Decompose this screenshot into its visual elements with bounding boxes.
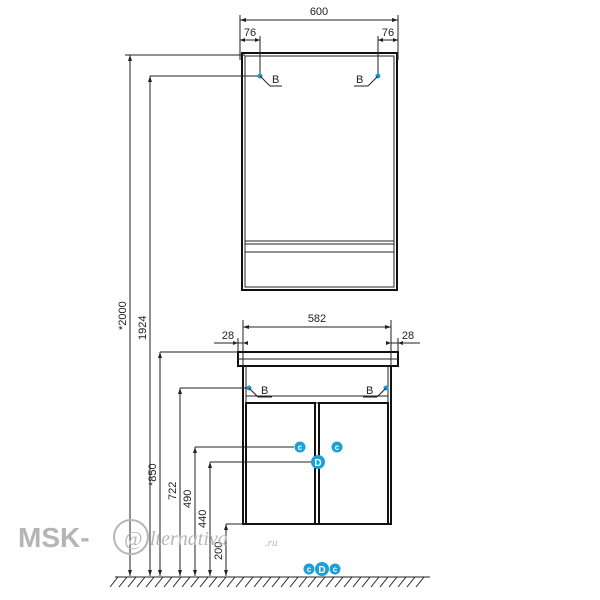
floor-connection-markers: c c D (303, 562, 341, 576)
floor-hatch-line (253, 576, 263, 588)
mount-label: B (366, 385, 373, 397)
floor-hatch-line (406, 576, 416, 588)
svg-text:D: D (318, 565, 325, 576)
floor-hatch-line (163, 576, 173, 588)
floor-line (109, 576, 430, 588)
height-440-label: 440 (197, 510, 209, 528)
mirror-right-offset-dimension: 76 (377, 27, 398, 76)
floor-hatch-line (235, 576, 245, 588)
floor-hatch-line (307, 576, 317, 588)
mount-label: B (261, 385, 268, 397)
mirror-right-offset-label: 76 (382, 27, 394, 39)
floor-hatch-line (280, 576, 290, 588)
vanity-body (242, 365, 392, 525)
floor-hatch-line (127, 576, 137, 588)
floor-hatch-line (226, 576, 236, 588)
vanity-width-dimension: 582 (242, 313, 392, 366)
height-cabinet-label: *850 (147, 463, 159, 486)
floor-hatch-line (388, 576, 398, 588)
vanity-right-offset-label: 28 (402, 330, 414, 342)
watermark-domain: .ru (265, 537, 278, 549)
floor-hatch-line (334, 576, 344, 588)
vanity-mount-marker-right: B (363, 385, 389, 398)
floor-hatch-line (262, 576, 272, 588)
svg-text:c: c (333, 565, 338, 574)
floor-hatch-line (298, 576, 308, 588)
floor-cold-connection-icon (303, 563, 315, 575)
mirror-left-offset-label: 76 (244, 27, 256, 39)
floor-hatch-line (325, 576, 335, 588)
height-722-label: 722 (167, 482, 179, 500)
mirror-cabinet (241, 52, 398, 291)
floor-hot-connection-icon (329, 563, 341, 575)
mirror-outer-frame (241, 52, 398, 291)
floor-hatch-line (181, 576, 191, 588)
vanity-left-offset-dimension: 28 (214, 330, 248, 352)
mirror-mount-marker-right: B (354, 73, 381, 87)
height-490-label: 490 (182, 490, 194, 508)
mirror-inner-frame (244, 55, 395, 288)
vanity-right-door (318, 402, 389, 525)
height-mirror-label: 1924 (137, 316, 149, 340)
hot-water-connection-icon (331, 441, 343, 453)
svg-text:c: c (307, 565, 312, 574)
floor-hatch-line (217, 576, 227, 588)
svg-text:c: c (335, 443, 340, 452)
height-total-label: *2000 (117, 301, 129, 330)
vanity-right-offset-dimension: 28 (386, 330, 420, 352)
svg-text:D: D (314, 458, 321, 469)
floor-hatch-line (316, 576, 326, 588)
floor-hatch-line (199, 576, 209, 588)
floor-drain-connection-icon (315, 562, 329, 576)
floor-hatch-line (190, 576, 200, 588)
floor-hatch-line (361, 576, 371, 588)
svg-text:c: c (298, 443, 303, 452)
watermark-at-icon (113, 519, 149, 555)
height-200-label: 200 (213, 542, 225, 560)
watermark-word: lternativa (150, 528, 228, 550)
mount-label: B (356, 74, 363, 86)
mount-label: B (272, 74, 279, 86)
vanity-left-door (245, 402, 316, 525)
vanity-left-offset-label: 28 (222, 330, 234, 342)
floor-hatch-line (271, 576, 281, 588)
drain-connection-icon (311, 455, 325, 469)
vertical-dimensions: *2000 1924 *850 722 490 440 (117, 54, 311, 576)
floor-hatch-line (343, 576, 353, 588)
floor-hatch-line (379, 576, 389, 588)
vanity-cabinet (237, 351, 399, 525)
watermark-brand: MSK- (18, 522, 90, 553)
mirror-width-dimension: 600 (239, 6, 399, 60)
mirror-width-label: 600 (310, 6, 328, 18)
floor-hatch-line (145, 576, 155, 588)
floor-hatch-line (352, 576, 362, 588)
floor-hatch-line (136, 576, 146, 588)
floor-hatch-line (118, 576, 128, 588)
floor-hatch-line (208, 576, 218, 588)
floor-hatch-line (109, 576, 119, 588)
cold-water-connection-icon (294, 441, 306, 453)
watermark: MSK- @ lternativa .ru (18, 519, 278, 555)
mirror-left-offset-dimension: 76 (240, 27, 261, 76)
floor-hatch-line (370, 576, 380, 588)
floor-hatch-line (397, 576, 407, 588)
floor-hatch-line (172, 576, 182, 588)
cabinet-connection-markers: c c D (294, 441, 343, 469)
floor-hatch-line (244, 576, 254, 588)
vanity-mount-marker-left: B (246, 385, 272, 398)
vanity-width-label: 582 (308, 313, 326, 325)
floor-hatch-line (415, 576, 425, 588)
watermark-at: @ (124, 528, 142, 550)
floor-hatch-line (289, 576, 299, 588)
mirror-mount-marker-left: B (257, 73, 282, 87)
floor-hatch-line (154, 576, 164, 588)
